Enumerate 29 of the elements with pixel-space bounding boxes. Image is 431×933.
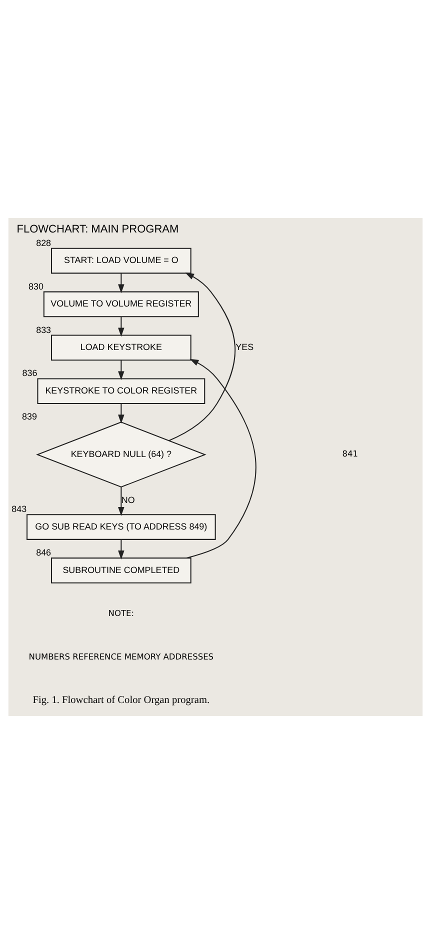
caption: Fig. 1. Flowchart of Color Organ program.: [32, 694, 210, 706]
diagram-title: FLOWCHART: MAIN PROGRAM: [16, 222, 179, 235]
node-box: GO SUB READ KEYS (TO ADDRESS 849): [26, 514, 216, 540]
node-box: VOLUME TO VOLUME REGISTER: [43, 290, 199, 317]
arrow: [168, 272, 236, 441]
edge-label: NO: [121, 494, 135, 505]
arrow: [118, 272, 124, 293]
node-diamond: KEYBOARD NULL (64) ?: [36, 421, 206, 488]
arrow: [118, 360, 124, 380]
arrow: [118, 403, 124, 424]
label: 841: [342, 448, 358, 458]
node-label: 843: [12, 504, 27, 514]
arrow: [186, 358, 256, 558]
arrow: [118, 316, 124, 336]
node-label: 839: [22, 411, 37, 422]
label: NUMBERS REFERENCE MEMORY ADDRESSES: [28, 651, 214, 662]
node-label: 833: [36, 324, 52, 334]
node-box: KEYSTROKE TO COLOR REGISTER: [37, 378, 206, 404]
arrow: [118, 486, 124, 516]
arrow: [118, 539, 124, 560]
node-label: 836: [22, 368, 38, 378]
node-label: 846: [36, 547, 52, 558]
node-label: 828: [36, 237, 52, 248]
node-box: LOAD KEYSTROKE: [51, 334, 192, 360]
node-box: SUBROUTINE COMPLETED: [51, 557, 192, 583]
label: NOTE:: [108, 608, 134, 618]
node-box: START: LOAD VOLUME = O: [51, 247, 192, 274]
node-label: 830: [28, 280, 44, 291]
edge-label: YES: [236, 342, 254, 352]
